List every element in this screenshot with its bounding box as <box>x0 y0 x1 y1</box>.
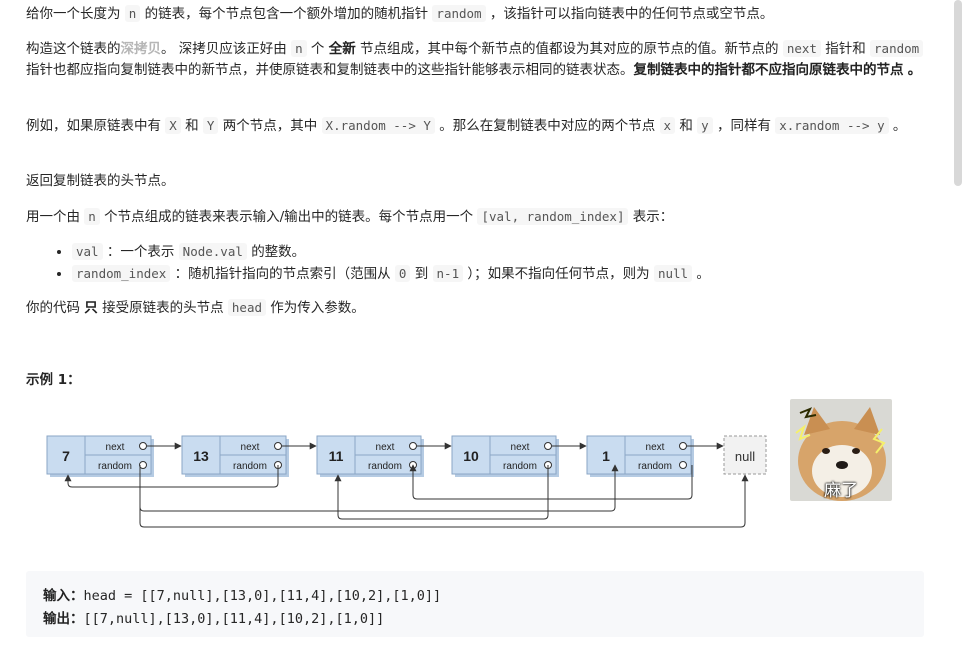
random-pointer-dot <box>679 461 687 469</box>
paragraph-deep-copy: 构造这个链表的深拷贝。 深拷贝应该正好由 n 个 全新 节点组成，其中每个新节点… <box>26 40 924 78</box>
bullet-list: val ：一个表示 Node.val 的整数。 random_index ：随机… <box>26 241 962 285</box>
random-arrow-11-to-1 <box>409 464 693 500</box>
node-random-label: random <box>98 461 132 472</box>
next-pointer-dot <box>274 442 282 450</box>
node-value: 10 <box>463 448 479 464</box>
meme-caption: 麻了 <box>824 481 858 501</box>
list-item-random-index: random_index ：随机指针指向的节点索引（范围从 0 到 n-1 ）；… <box>72 263 962 285</box>
random-arrow-10-to-11 <box>334 465 549 520</box>
node-random-label: random <box>503 461 537 472</box>
node-value: 1 <box>602 448 610 464</box>
node-next-label: next <box>241 442 260 453</box>
node-value: 11 <box>329 448 344 464</box>
paragraph-return: 返回复制链表的头节点。 <box>26 173 175 189</box>
random-arrow-7-to-null <box>139 465 749 528</box>
node-random-label: random <box>368 461 402 472</box>
deep-copy-highlight: 深拷贝 <box>120 41 162 57</box>
random-pointer-dot <box>139 461 147 469</box>
node-random-label: random <box>233 461 267 472</box>
linked-list-diagram: 7 next random 13 next random 11 next random 10 nex… <box>46 435 767 528</box>
random-pointer-lines <box>64 464 749 528</box>
output-line: 输出：[[7,null],[13,0],[11,4],[10,2],[1,0]] <box>43 611 385 627</box>
next-pointer-dot <box>544 442 552 450</box>
node-value: 13 <box>193 448 209 464</box>
null-node: null <box>723 435 767 475</box>
list-item-val: val ：一个表示 Node.val 的整数。 <box>72 241 962 263</box>
list-node-11: 11 next random <box>316 435 452 477</box>
list-node-13: 13 next random <box>181 435 317 477</box>
vertical-scrollbar[interactable] <box>954 0 962 186</box>
io-example-box: 输入：head = [[7,null],[13,0],[11,4],[10,2]… <box>26 571 924 637</box>
next-pointer-dot <box>679 442 687 450</box>
next-pointer-dot <box>409 442 417 450</box>
input-line: 输入：head = [[7,null],[13,0],[11,4],[10,2]… <box>43 588 442 604</box>
paragraph-intro: 给你一个长度为 n 的链表，每个节点包含一个额外增加的随机指针 random ，… <box>26 5 774 22</box>
list-node-7: 7 next random <box>46 435 182 477</box>
paragraph-head-param: 你的代码 只 接受原链表的头节点 head 作为传入参数。 <box>26 299 365 316</box>
list-node-10: 10 next random <box>451 435 587 477</box>
next-pointer-dot <box>139 442 147 450</box>
random-arrow-13-to-7 <box>64 465 279 488</box>
node-next-label: next <box>511 442 530 453</box>
node-next-label: next <box>106 442 125 453</box>
example-title: 示例 1： <box>26 372 81 388</box>
node-next-label: next <box>646 442 665 453</box>
paragraph-representation: 用一个由 n 个节点组成的链表来表示输入/输出中的链表。每个节点用一个 [val… <box>26 208 674 225</box>
node-random-label: random <box>638 461 672 472</box>
paragraph-example-random: 例如，如果原链表中有 X 和 Y 两个节点，其中 X.random --> Y … <box>26 117 907 134</box>
node-value: 7 <box>62 448 70 464</box>
list-node-1: 1 next random <box>586 435 724 477</box>
shiba-meme-image <box>790 399 892 501</box>
shiba-dog-icon <box>790 399 892 501</box>
null-label: null <box>735 449 755 464</box>
node-next-label: next <box>376 442 395 453</box>
